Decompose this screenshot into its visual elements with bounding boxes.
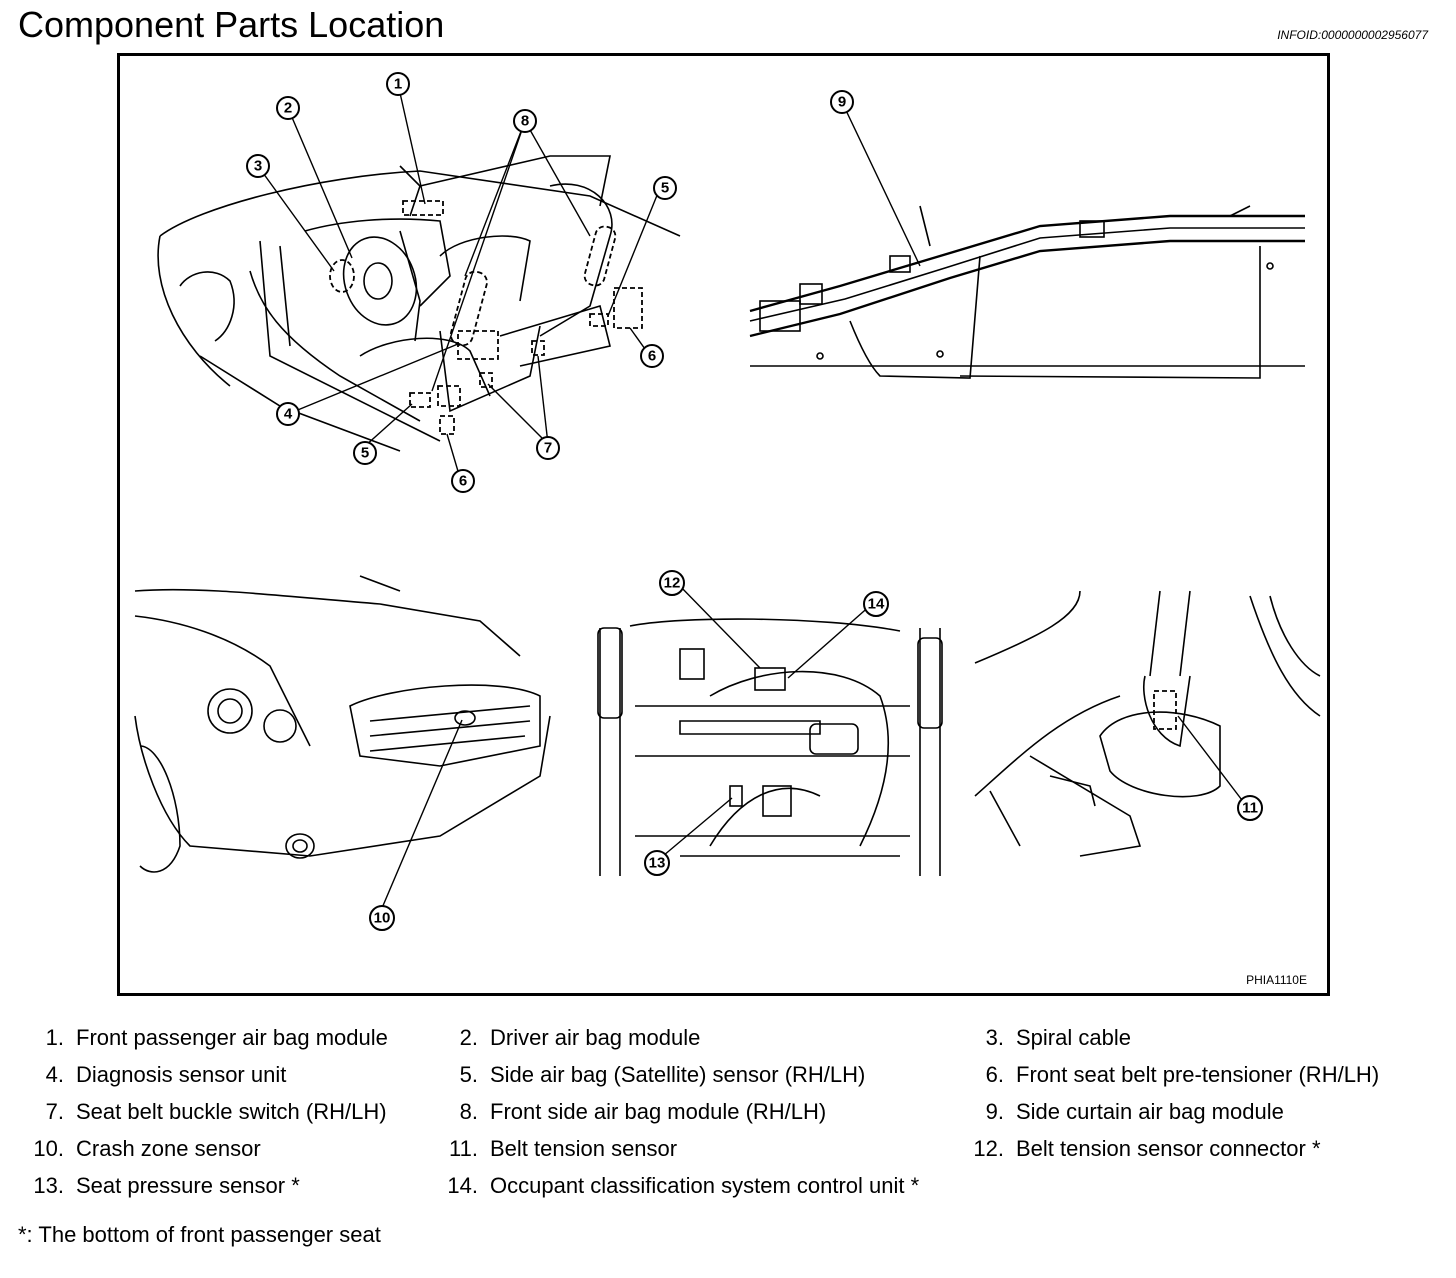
interior-view — [157, 83, 681, 479]
page-title: Component Parts Location — [18, 4, 445, 45]
callout-1: 1 — [386, 72, 410, 96]
legend-item: 10.Crash zone sensor — [33, 1136, 261, 1161]
legend-item: 9.Side curtain air bag module — [985, 1099, 1284, 1124]
legend-item: 14.Occupant classification system contro… — [447, 1173, 920, 1198]
svg-text:9: 9 — [838, 94, 846, 111]
callout-12: 12 — [659, 570, 685, 596]
legend-item: 1.Front passenger air bag module — [45, 1025, 388, 1050]
legend-item: 4.Diagnosis sensor unit — [45, 1062, 287, 1087]
svg-text:10: 10 — [374, 910, 391, 927]
legend-item: 12.Belt tension sensor connector * — [973, 1136, 1321, 1161]
callout-11: 11 — [1237, 795, 1263, 821]
callout-3: 3 — [246, 154, 270, 178]
svg-text:13: 13 — [649, 855, 666, 872]
front-exterior-view — [134, 575, 551, 909]
callout-14: 14 — [863, 591, 889, 617]
callout-13: 13 — [644, 850, 670, 876]
legend-item: 3.Spiral cable — [985, 1025, 1131, 1050]
svg-text:5: 5 — [361, 445, 369, 462]
component-location-figure: 1 2 3 4 5 5 6 6 7 8 9 10 11 12 13 14 PHI… — [117, 53, 1330, 996]
svg-text:3: 3 — [254, 158, 262, 175]
svg-text:12: 12 — [664, 575, 681, 592]
svg-text:5: 5 — [661, 180, 669, 197]
svg-text:8: 8 — [521, 113, 529, 130]
svg-text:11: 11 — [1242, 800, 1258, 817]
svg-text:6: 6 — [648, 348, 656, 365]
callout-9: 9 — [830, 90, 854, 114]
callout-8: 8 — [513, 109, 537, 133]
svg-text:7: 7 — [544, 440, 552, 457]
svg-text:6: 6 — [459, 473, 467, 490]
svg-text:4: 4 — [284, 406, 293, 423]
roof-rail-view — [749, 101, 1305, 379]
footnote-text: The bottom of front passenger seat — [38, 1222, 381, 1247]
legend-item: 7.Seat belt buckle switch (RH/LH) — [45, 1099, 387, 1124]
callout-10: 10 — [369, 905, 395, 931]
callout-6a: 6 — [451, 469, 475, 493]
svg-text:1: 1 — [394, 76, 402, 93]
legend-item: 2.Driver air bag module — [459, 1025, 701, 1050]
callout-5a: 5 — [353, 441, 377, 465]
callout-7: 7 — [536, 436, 560, 460]
callout-6b: 6 — [640, 344, 664, 368]
info-id: INFOID:0000000002956077 — [1277, 28, 1428, 42]
figure-code: PHIA1110E — [1246, 973, 1307, 987]
callout-2: 2 — [276, 96, 300, 120]
callout-5b: 5 — [653, 176, 677, 200]
svg-text:14: 14 — [868, 596, 885, 613]
legend-item: 13.Seat pressure sensor * — [33, 1173, 300, 1198]
legend-item: 8.Front side air bag module (RH/LH) — [459, 1099, 827, 1124]
callout-4: 4 — [276, 402, 300, 426]
footnote: *: The bottom of front passenger seat — [18, 1222, 381, 1248]
legend-item: 11.Belt tension sensor — [449, 1136, 678, 1161]
belt-anchor-view — [974, 590, 1321, 857]
svg-text:2: 2 — [284, 100, 292, 117]
diagram-drawing: 1 2 3 4 5 5 6 6 7 8 9 10 11 12 13 14 — [134, 72, 1321, 931]
legend-item: 6.Front seat belt pre-tensioner (RH/LH) — [985, 1062, 1380, 1087]
legend-item: 5.Side air bag (Satellite) sensor (RH/LH… — [459, 1062, 866, 1087]
seat-bottom-view — [597, 582, 943, 876]
footnote-marker: *: — [18, 1222, 33, 1247]
